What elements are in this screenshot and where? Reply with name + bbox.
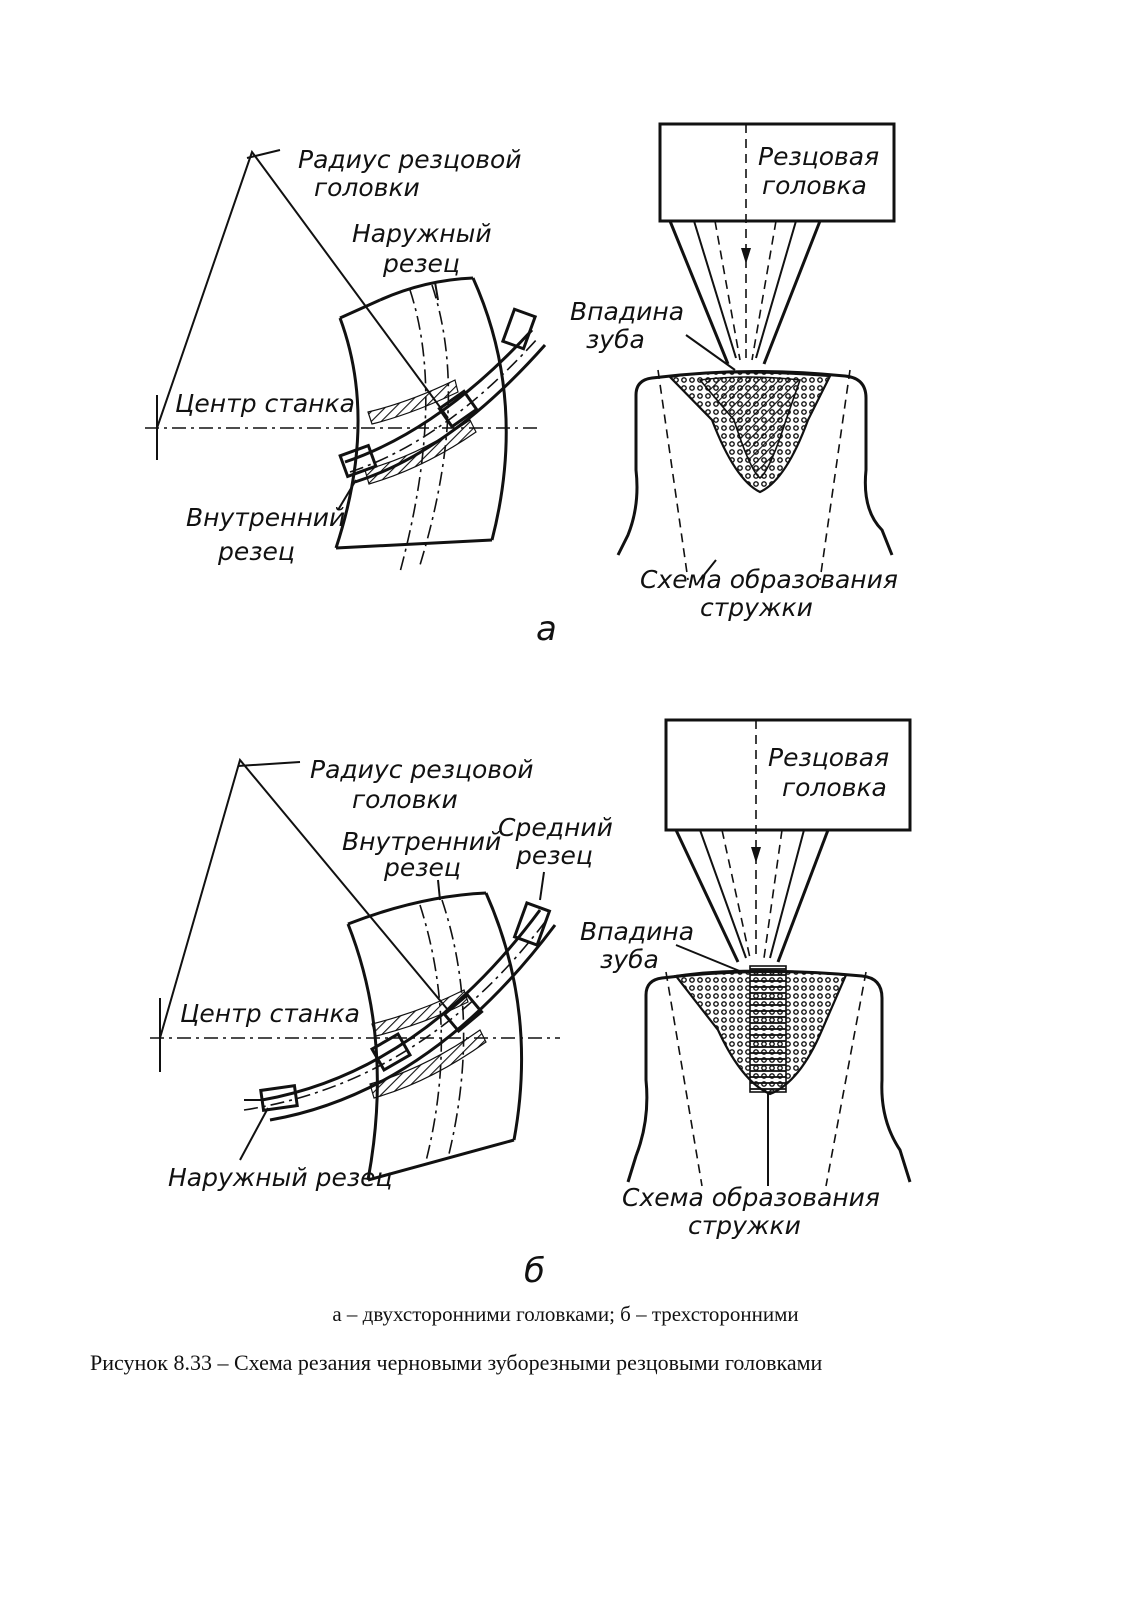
sub-label-b: б <box>524 1251 545 1291</box>
label-b-cavity-1: Впадина <box>580 917 694 946</box>
label-a-chip-2: стружки <box>700 593 813 622</box>
label-b-head-1: Резцовая <box>768 743 889 772</box>
label-b-chip-1: Схема образования <box>622 1183 880 1212</box>
label-a-cavity-1: Впадина <box>570 297 684 326</box>
label-b-middle-1: Средний <box>498 813 613 842</box>
plan-view-a: Радиус резцовой головки Наружный резец Ц… <box>145 145 547 573</box>
diagram-b: Радиус резцовой головки Внутренний резец… <box>150 718 912 1291</box>
label-a-head-1: Резцовая <box>758 142 879 171</box>
label-b-inner-1: Внутренний <box>342 827 501 856</box>
sub-label-a: а <box>536 609 557 649</box>
label-b-middle-2: резец <box>515 841 593 870</box>
label-b-cavity-2: зуба <box>600 945 659 974</box>
label-a-outer-2: резец <box>382 249 460 278</box>
label-b-radius-1: Радиус резцовой <box>310 755 534 784</box>
label-a-inner-1: Внутренний <box>186 503 345 532</box>
plan-view-b: Радиус резцовой головки Внутренний резец… <box>150 755 613 1192</box>
label-a-radius-2: головки <box>314 173 420 202</box>
label-b-radius-2: головки <box>352 785 458 814</box>
section-view-b: Резцовая головка Впадина зуба Схема обра… <box>580 718 912 1240</box>
section-view-a: Резцовая головка Впадина зуба Схема обра… <box>570 122 898 622</box>
label-a-inner-2: резец <box>217 537 295 566</box>
label-a-outer-1: Наружный <box>352 219 492 248</box>
label-a-cavity-2: зуба <box>586 325 645 354</box>
label-b-outer: Наружный резец <box>168 1163 393 1192</box>
label-a-radius-1: Радиус резцовой <box>298 145 522 174</box>
diagram-a: Радиус резцовой головки Наружный резец Ц… <box>145 122 898 649</box>
label-a-chip-1: Схема образования <box>640 565 898 594</box>
label-b-chip-2: стружки <box>688 1211 801 1240</box>
subfigure-caption: а – двухсторонними головками; б – трехст… <box>332 1302 799 1326</box>
label-b-center: Центр станка <box>180 999 360 1028</box>
label-a-head-2: головка <box>762 171 867 200</box>
label-b-head-2: головка <box>782 773 887 802</box>
label-b-inner-2: резец <box>383 853 461 882</box>
label-a-center: Центр станка <box>175 389 355 418</box>
figure-caption: Рисунок 8.33 – Схема резания черновыми з… <box>90 1350 823 1375</box>
